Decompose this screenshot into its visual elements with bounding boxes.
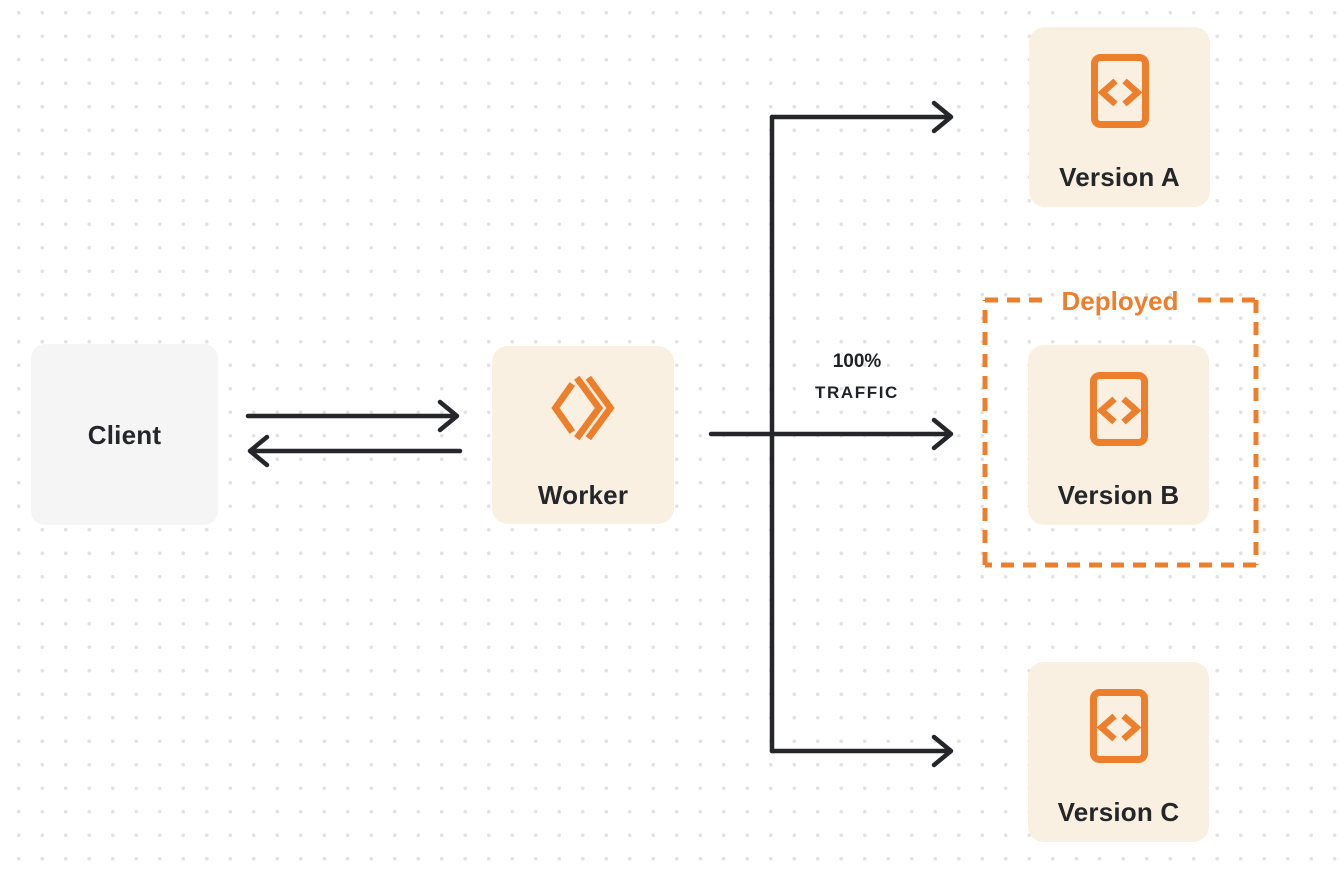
code-page-icon [1090,54,1149,133]
arrow-to-version-c [769,734,954,768]
code-page-icon [1089,372,1148,451]
node-worker: Worker [492,346,674,524]
node-client: Client [31,344,218,525]
traffic-percent: 100% [832,351,882,372]
traffic-word: TRAFFIC [815,383,899,402]
code-page-icon [1089,689,1148,768]
workers-double-chevron-icon [551,372,615,449]
arrow-to-version-a [769,100,954,134]
worker-label: Worker [537,480,629,510]
deployed-boundary [982,297,1259,568]
arrow-client-to-worker [245,399,460,433]
client-label: Client [87,419,162,450]
traffic-annotation: 100% TRAFFIC [787,352,927,401]
deployed-label: Deployed [1061,286,1179,316]
node-version-a: Version A [1029,27,1210,207]
version-a-label: Version A [1059,162,1180,192]
version-b-label: Version B [1057,480,1180,510]
node-version-b: Version B [1028,345,1209,525]
arrow-to-version-b [708,417,954,451]
version-c-label: Version C [1057,797,1180,827]
arrow-worker-to-client [247,434,463,468]
node-version-c: Version C [1028,662,1209,842]
